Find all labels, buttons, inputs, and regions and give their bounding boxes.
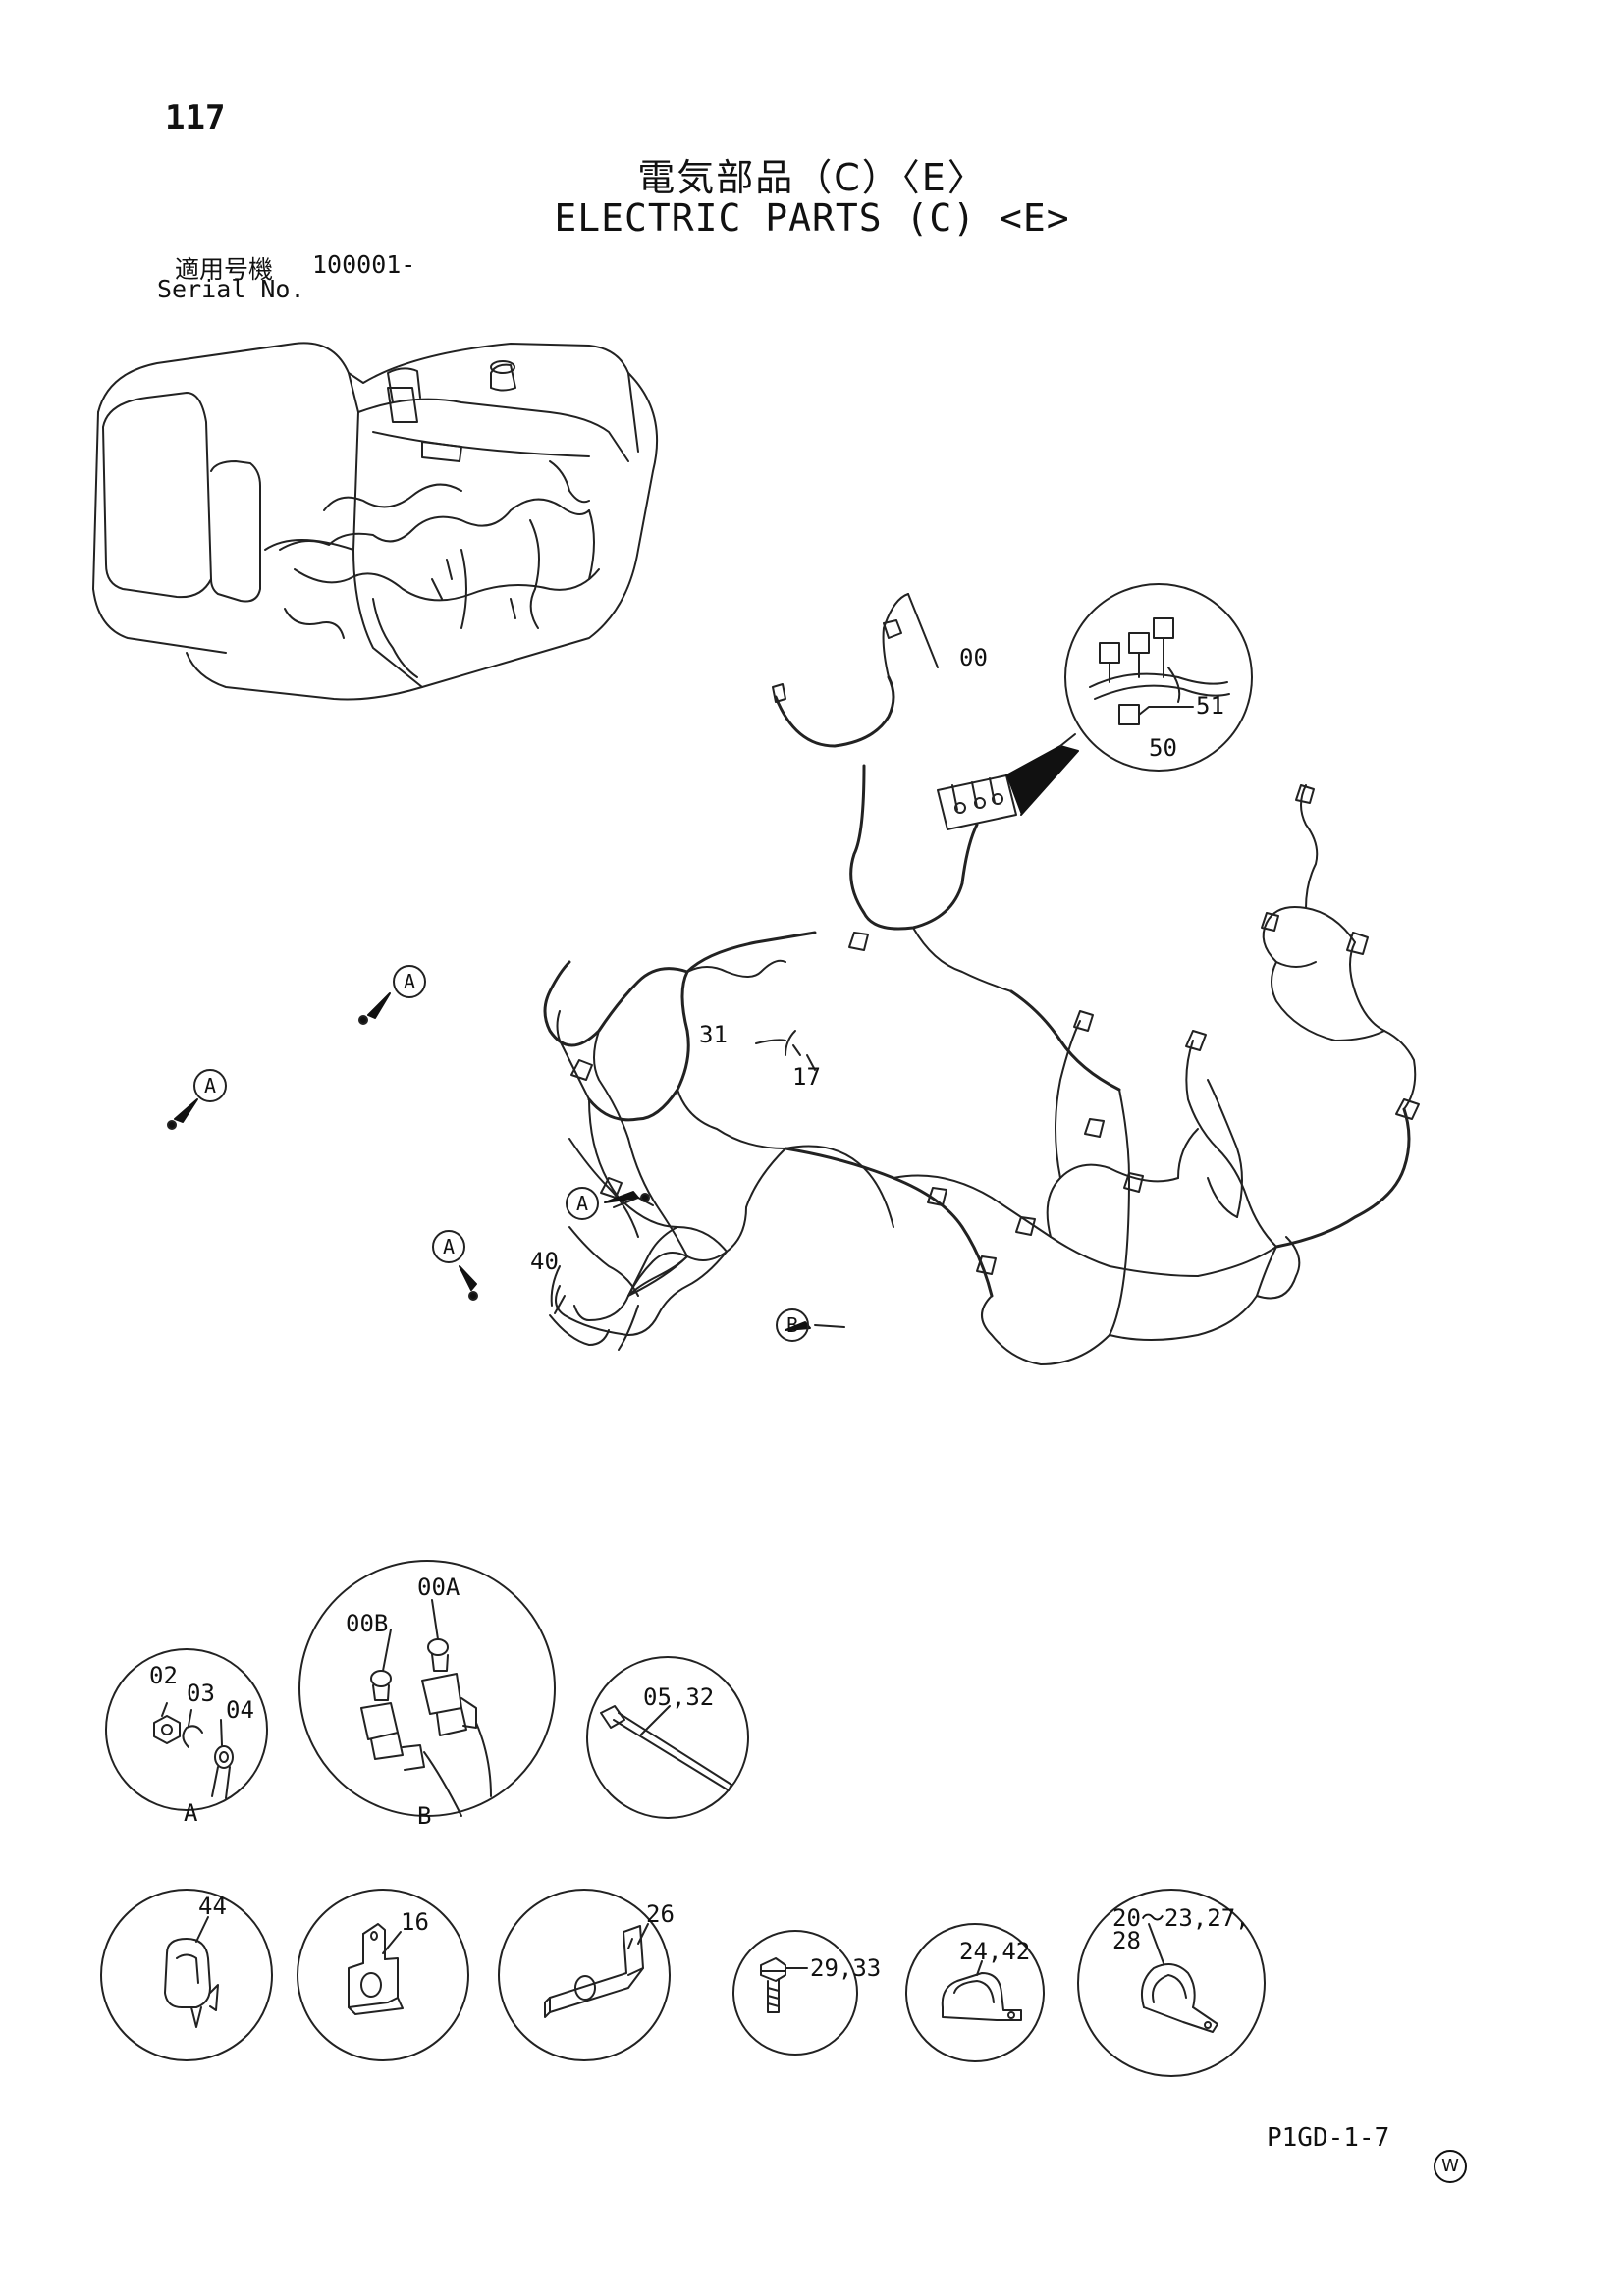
ref-b-label: B [786,1313,798,1337]
detail-a-label-04: 04 [226,1696,254,1724]
ref-a-leaders [174,992,811,1331]
ref-a-balloon [566,1187,599,1220]
detail-circle-clamp-20 [1077,1889,1266,2077]
page-title-japanese: 電気部品（C）〈E〉 [637,156,987,199]
detail-clip-label: 44 [198,1893,227,1920]
detail-circle-cable-tie [586,1656,749,1819]
callout-part-17: 17 [792,1063,821,1091]
serial-label-english: Serial No. [157,275,305,303]
ref-a-balloon [432,1230,465,1263]
nut-markers [167,1015,650,1301]
callout-relay-50: 50 [1149,734,1177,762]
detail-circle-plate-26 [498,1889,671,2061]
detail-plate16-label: 16 [401,1908,429,1936]
w-mark-icon: W [1434,2150,1467,2183]
machine-overview-illustration [92,342,659,701]
detail-a-caption: A [184,1799,198,1827]
ref-a-label: A [443,1235,455,1258]
detail-circle-clip [100,1889,273,2061]
detail-circle-plate-16 [297,1889,469,2061]
callout-relay-51: 51 [1196,692,1224,720]
callout-leaders [554,593,939,1328]
detail-tie-label: 05,32 [643,1683,714,1711]
detail-circle-a [105,1648,268,1811]
callout-part-31: 31 [699,1021,728,1048]
ref-a-label: A [204,1074,216,1097]
callout-part-40: 40 [530,1248,559,1275]
detail-a-label-03: 03 [187,1680,215,1707]
detail-circle-b [298,1560,556,1817]
detail-clamp20-label-line1: 20～23,27, [1112,1904,1250,1932]
detail-bolt-label: 29,33 [810,1954,881,1982]
footer-code: P1GD-1-7 [1267,2123,1390,2153]
ref-a-label: A [404,970,415,993]
callout-harness: 00 [959,644,988,671]
detail-plate26-label: 26 [646,1900,675,1928]
detail-b-label-00a: 00A [417,1574,460,1601]
detail-clamp20-label-line2: 28 [1112,1927,1141,1954]
detail-b-label-00b: 00B [346,1610,388,1637]
serial-number-value: 100001- [312,250,416,279]
detail-a-label-02: 02 [149,1662,178,1689]
relay-bracket [937,733,1079,830]
ref-b-balloon [776,1308,809,1342]
detail-circle-bolt [732,1930,858,2056]
detail-b-caption: B [417,1802,431,1830]
ref-a-balloon [193,1069,227,1102]
page-number: 117 [165,98,226,137]
detail-clamp24-label: 24,42 [959,1938,1030,1965]
detail-circle-clamp-24 [905,1923,1045,2062]
page-title-english: ELECTRIC PARTS (C) <E> [554,196,1070,240]
ref-a-balloon [393,965,426,998]
ref-a-label: A [576,1192,588,1215]
main-wire-harness [543,593,1420,1365]
relay-detail-circle [1064,583,1253,772]
serial-label-japanese: 適用号機 [175,255,274,284]
